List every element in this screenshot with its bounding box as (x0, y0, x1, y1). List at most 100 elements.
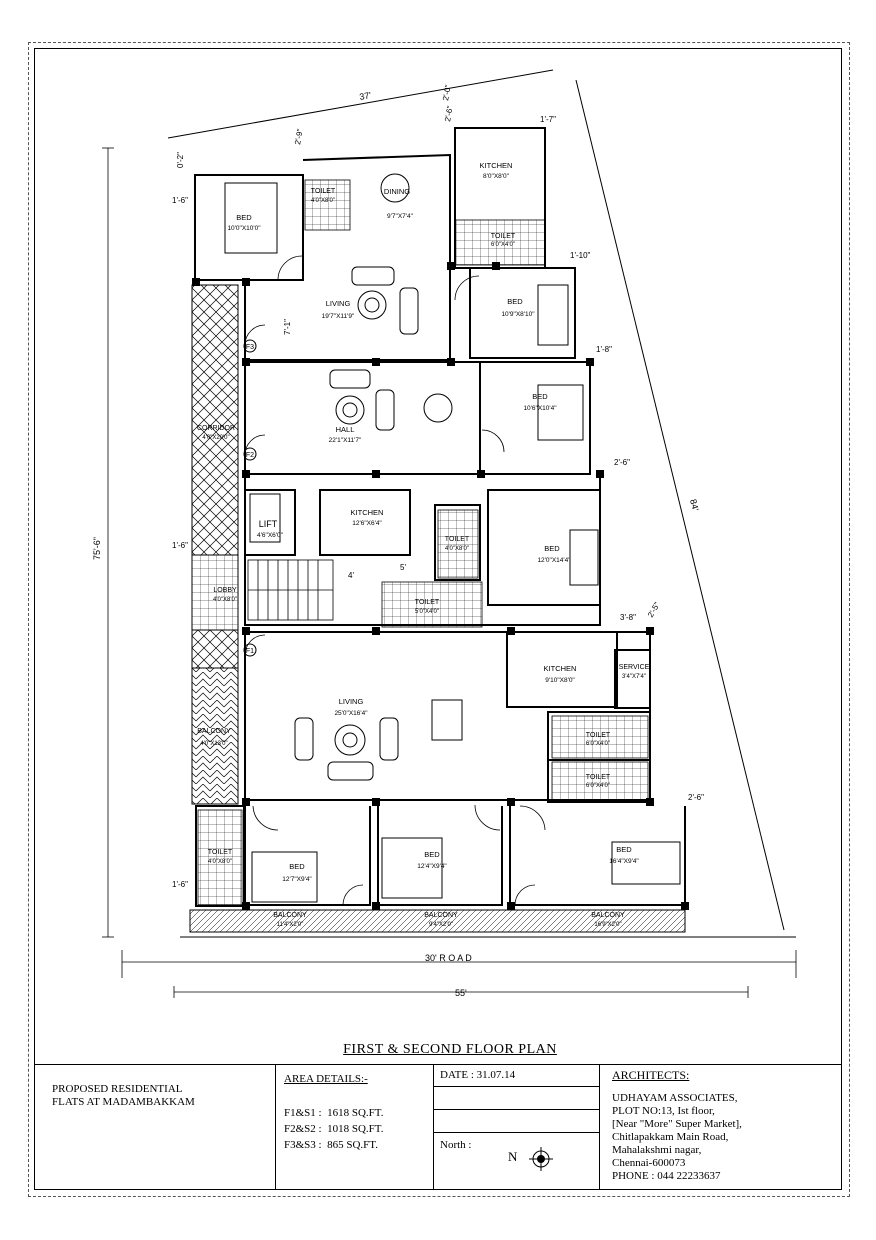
flat-tag-f2: F2 (246, 452, 254, 459)
room-toilet4-name: TOILET (415, 599, 440, 606)
dimension-lines (102, 147, 797, 998)
dim-2-9: 2'-9" (293, 128, 305, 145)
project-line-1: PROPOSED RESIDENTIAL (52, 1083, 183, 1095)
blank-row (434, 1087, 599, 1110)
dim-left: 75'-6" (92, 537, 102, 560)
room-bed3-size: 10'6"X10'4" (523, 405, 557, 412)
room-corridor-name: CORRIDOR (197, 425, 235, 432)
corridor-hatch (191, 284, 239, 556)
date-text: DATE : 31.07.14 (434, 1065, 599, 1087)
date-north-cell: DATE : 31.07.14 North : N (434, 1065, 600, 1189)
area-heading: AREA DETAILS:- (284, 1073, 368, 1085)
dim-bottom: 55' (455, 988, 467, 998)
dim-2-0: 2'-0" (441, 84, 453, 101)
sheet-border-inner (34, 48, 842, 1190)
room-balcony4-name: BALCONY (591, 912, 625, 919)
room-toilet6-name: TOILET (586, 774, 611, 781)
area-value: 1018 SQ.FT. (327, 1123, 384, 1135)
room-toilet4-size: 5'0"X4'0" (415, 609, 439, 615)
area-row: F3&S3 : 865 SQ.FT. (284, 1137, 433, 1153)
room-toilet5-size: 6'0"X4'0" (586, 741, 610, 747)
dim-top: 37' (359, 90, 373, 102)
room-living1-size: 19'7"X11'9" (322, 313, 355, 320)
dim-1-10: 1'-10" (570, 251, 591, 260)
architect-line: [Near "More" Super Market], (612, 1118, 742, 1130)
room-hall-size: 22'1"X11'7" (329, 437, 362, 444)
room-living2-name: LIVING (339, 697, 364, 706)
room-lobby-size: 4'0"X8'0" (213, 597, 237, 603)
room-balcony3-name: BALCONY (424, 912, 458, 919)
staircase (247, 559, 334, 621)
architect-line: Chennai-600073 (612, 1157, 686, 1169)
room-bed6-size: 12'4"X9'4" (417, 863, 447, 870)
project-line-2: FLATS AT MADAMBAKKAM (52, 1096, 195, 1108)
room-service-size: 3'4"X7'4" (622, 674, 646, 680)
dim-2-6b: 2'-6" (614, 458, 630, 467)
room-bed7-size: 16'4"X9'4" (609, 858, 639, 865)
flat-tags: F3 F2 F1 (243, 339, 257, 657)
room-bed3-name: BED (532, 392, 548, 401)
room-kitchen3-name: KITCHEN (544, 664, 577, 673)
room-service-name: SERVICE (619, 664, 650, 671)
room-toilet5-name: TOILET (586, 732, 611, 739)
area-value: 1618 SQ.FT. (327, 1107, 384, 1119)
north-row: North : N (434, 1133, 599, 1164)
room-bed1-name: BED (236, 213, 252, 222)
tiled-floors (197, 179, 649, 906)
dim-4: 4' (348, 571, 354, 580)
balcony-herringbone (191, 667, 239, 805)
dim-1-6a: 1'-6" (172, 196, 188, 205)
architect-line: PLOT NO:13, Ist floor, (612, 1105, 715, 1117)
room-toilet1-size: 4'0"X8'0" (311, 198, 335, 204)
room-kitchen1-name: KITCHEN (480, 161, 513, 170)
room-lobby-name: LOBBY (213, 587, 237, 594)
flat-tag-f3: F3 (246, 344, 254, 351)
room-balcony2-size: 11'4"X2'0" (277, 922, 304, 928)
area-row: F1&S1 : 1618 SQ.FT. (284, 1105, 433, 1121)
area-flat: F3&S3 : (284, 1139, 322, 1151)
room-balcony2-name: BALCONY (273, 912, 307, 919)
room-kitchen2-size: 12'6"X6'4" (352, 520, 382, 527)
room-bed7-name: BED (616, 845, 632, 854)
furniture (224, 173, 681, 903)
area-details-cell: AREA DETAILS:- F1&S1 : 1618 SQ.FT. F2&S2… (276, 1065, 434, 1189)
dim-2-5: 2'-5" (646, 601, 662, 619)
room-kitchen2-name: KITCHEN (351, 508, 384, 517)
room-balcony1-name: BALCONY (197, 728, 231, 735)
room-hall-name: HALL (336, 425, 355, 434)
room-toilet7-name: TOILET (208, 849, 233, 856)
room-balcony1-size: 4'0"X13'0" (200, 741, 227, 747)
room-toilet3-name: TOILET (445, 536, 470, 543)
project-cell: PROPOSED RESIDENTIAL FLATS AT MADAMBAKKA… (34, 1065, 276, 1189)
doors (244, 255, 546, 906)
architect-line: UDHAYAM ASSOCIATES, (612, 1092, 738, 1104)
road-label: 30' R O A D (425, 953, 472, 963)
dim-1-8: 1'-8" (596, 345, 612, 354)
room-bed6-name: BED (424, 850, 440, 859)
dim-5: 5' (400, 563, 406, 572)
room-living1-name: LIVING (326, 299, 351, 308)
area-flat: F1&S1 : (284, 1107, 322, 1119)
room-balcony4-size: 16'9"X2'0" (594, 922, 621, 928)
room-bed5-size: 12'7"X9'4" (282, 876, 312, 883)
room-balcony3-size: 9'4"X2'0" (429, 922, 453, 928)
architect-line: PHONE : 044 22233637 (612, 1170, 721, 1182)
room-toilet6-size: 6'0"X4'0" (586, 783, 610, 789)
room-bed4-name: BED (544, 544, 560, 553)
dim-1-7: 1'-7" (540, 115, 556, 124)
room-bed4-size: 12'0"X14'4" (537, 557, 571, 564)
dim-7-1: 7'-1" (283, 319, 292, 335)
room-living2-size: 25'0"X16'4" (334, 710, 368, 717)
dim-right: 84' (688, 498, 701, 512)
room-lift-size: 4'6"X6'0" (257, 532, 284, 539)
room-toilet3-size: 4'0"X8'0" (445, 546, 469, 552)
bottom-balcony-strip (189, 909, 686, 933)
room-corridor-size: 4'0"X20'0" (202, 435, 229, 441)
room-bed5-name: BED (289, 862, 305, 871)
site-boundary (167, 69, 796, 938)
area-flat: F2&S2 : (284, 1123, 322, 1135)
flat-tag-f1: F1 (246, 648, 254, 655)
dim-1-6c: 1'-6" (172, 880, 188, 889)
room-lift-name: LIFT (259, 519, 278, 529)
